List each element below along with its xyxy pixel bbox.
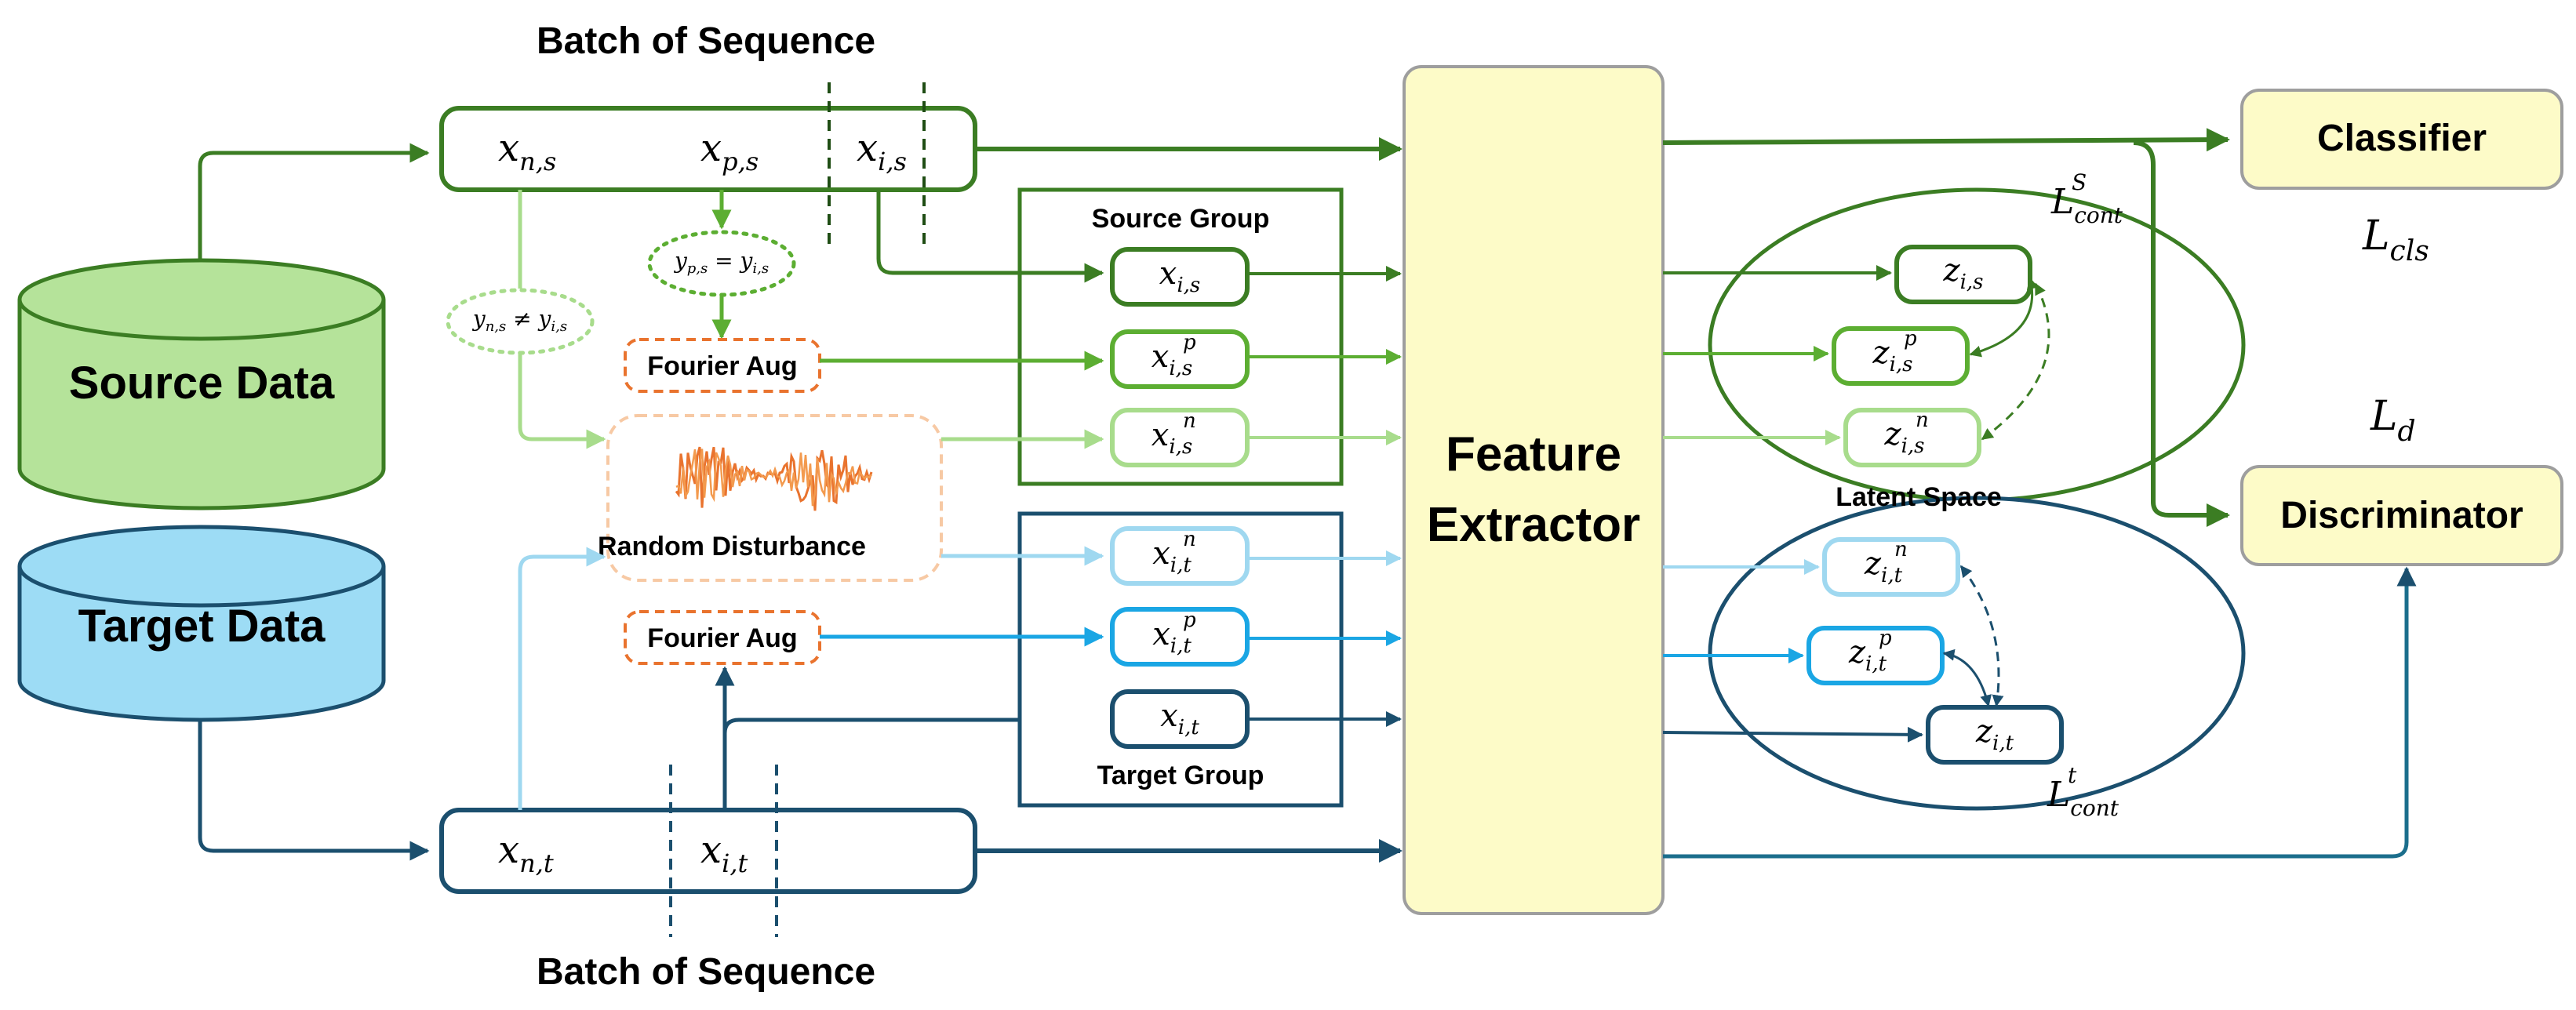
extractor-to-classifier-arrow <box>1662 128 2230 152</box>
positive-condition: yp,s = yi,s <box>647 230 796 297</box>
target-x-i-pill: xi,t <box>1110 689 1250 749</box>
svg-text:Extractor: Extractor <box>1427 498 1640 552</box>
x-i-s-to-group-arrow <box>876 190 1104 283</box>
svg-text:n: n <box>1894 538 1908 561</box>
svg-text:Target Group: Target Group <box>1097 761 1264 790</box>
source-x-n-pill: xi,s n <box>1110 408 1250 467</box>
source-push-arrow <box>1981 282 2050 441</box>
source-data-label: Source Data <box>69 358 335 409</box>
extractor-to-z-i-t <box>1662 726 1923 743</box>
svg-text:zi,t: zi,t <box>1848 634 1887 676</box>
target-x-i: xi,t <box>700 828 748 878</box>
z-n-t-pill: zi,t n <box>1822 537 1960 597</box>
svg-text:n: n <box>1916 409 1929 432</box>
svg-text:xi,t: xi,t <box>1160 698 1199 739</box>
svg-text:Fourier Aug: Fourier Aug <box>647 623 797 653</box>
svg-text:p: p <box>1183 331 1196 354</box>
feature-extractor: Feature Extractor <box>1403 65 1665 915</box>
source-x-p-pill: xi,s p <box>1110 329 1250 389</box>
svg-text:xi,t: xi,t <box>1152 536 1192 577</box>
source-x-n: xn,s <box>498 126 556 176</box>
target-x-p-pill: xi,t p <box>1110 607 1250 667</box>
target-x-n-pill: xi,t n <box>1110 526 1250 586</box>
svg-text:yn,s ≠ yi,s: yn,s ≠ yi,s <box>471 306 567 335</box>
svg-text:Discriminator: Discriminator <box>2280 495 2523 536</box>
loss-cont-target-sup: t <box>2068 762 2077 788</box>
target-data-label: Target Data <box>78 601 326 652</box>
svg-text:p: p <box>1183 609 1196 632</box>
negative-condition: yn,s ≠ yi,s <box>446 288 595 355</box>
target-to-discriminator-arrow <box>1663 566 2417 859</box>
x-i-t-to-group-arrow <box>722 710 1101 745</box>
svg-text:zi,s: zi,s <box>1872 335 1912 376</box>
top-batch-title: Batch of Sequence <box>537 20 875 62</box>
svg-text:Classifier: Classifier <box>2317 118 2487 159</box>
negative-to-random-arrow <box>518 353 606 449</box>
classifier-box: Classifier <box>2240 89 2563 190</box>
fourier-aug-source: Fourier Aug <box>624 338 821 393</box>
source-data-cylinder: Source Data <box>17 258 386 510</box>
svg-text:yp,s = yi,s: yp,s = yi,s <box>673 248 769 277</box>
svg-text:xi,s: xi,s <box>1152 339 1193 380</box>
svg-text:xi,t: xi,t <box>1152 616 1192 658</box>
z-n-s-pill: zi,s n <box>1843 408 1981 467</box>
svg-text:Feature: Feature <box>1446 427 1621 481</box>
source-batch-box: xn,s xp,s xi,s <box>439 82 977 251</box>
svg-text:zi,s: zi,s <box>1883 416 1924 458</box>
source-x-p: xp,s <box>700 126 759 176</box>
z-p-s-pill: zi,s p <box>1832 326 1970 386</box>
extractor-to-discriminator-arrow <box>2133 140 2230 527</box>
target-to-batch-arrow <box>198 720 430 861</box>
latent-space-label: Latent Space <box>1836 482 2002 512</box>
loss-d: Ld <box>2370 393 2416 448</box>
noise-waveform-2 <box>675 449 872 507</box>
svg-text:zi,t: zi,t <box>1975 714 2014 755</box>
z-p-t-pill: zi,t p <box>1806 626 1945 685</box>
loss-cont-source-sup: S <box>2072 169 2087 195</box>
loss-cont-target: Lcont <box>2047 775 2119 821</box>
discriminator-box: Discriminator <box>2240 465 2563 566</box>
svg-text:n: n <box>1183 528 1196 551</box>
loss-cls: Lcls <box>2362 213 2429 267</box>
svg-text:Random Disturbance: Random Disturbance <box>598 532 866 561</box>
svg-text:Source Group: Source Group <box>1092 204 1270 234</box>
loss-cont-source: Lcont <box>2050 182 2123 228</box>
svg-text:p: p <box>1879 627 1892 650</box>
random-disturbance-box: Random Disturbance <box>598 414 943 582</box>
svg-text:xi,s: xi,s <box>1152 417 1193 459</box>
target-pull-arrow <box>1942 649 1992 707</box>
x-n-t-to-random-arrow <box>518 547 606 810</box>
svg-text:p: p <box>1904 327 1917 351</box>
z-i-t-pill: zi,t <box>1926 705 2064 765</box>
z-i-s-pill: zi,s <box>1894 245 2032 304</box>
target-data-cylinder: Target Data <box>17 525 386 722</box>
target-push-arrow <box>1959 565 2004 707</box>
source-x-i: xi,s <box>857 126 907 176</box>
source-to-batch-arrow <box>198 143 430 260</box>
svg-text:xi,s: xi,s <box>1159 256 1201 297</box>
svg-text:n: n <box>1183 409 1196 433</box>
bottom-batch-title: Batch of Sequence <box>537 951 875 993</box>
source-x-i-pill: xi,s <box>1110 247 1250 307</box>
svg-text:Fourier Aug: Fourier Aug <box>647 351 797 381</box>
svg-text:zi,t: zi,t <box>1864 546 1903 587</box>
target-x-n: xn,t <box>498 828 554 878</box>
fourier-aug-target: Fourier Aug <box>624 610 821 665</box>
target-batch-box: xn,t xi,t <box>439 765 977 937</box>
